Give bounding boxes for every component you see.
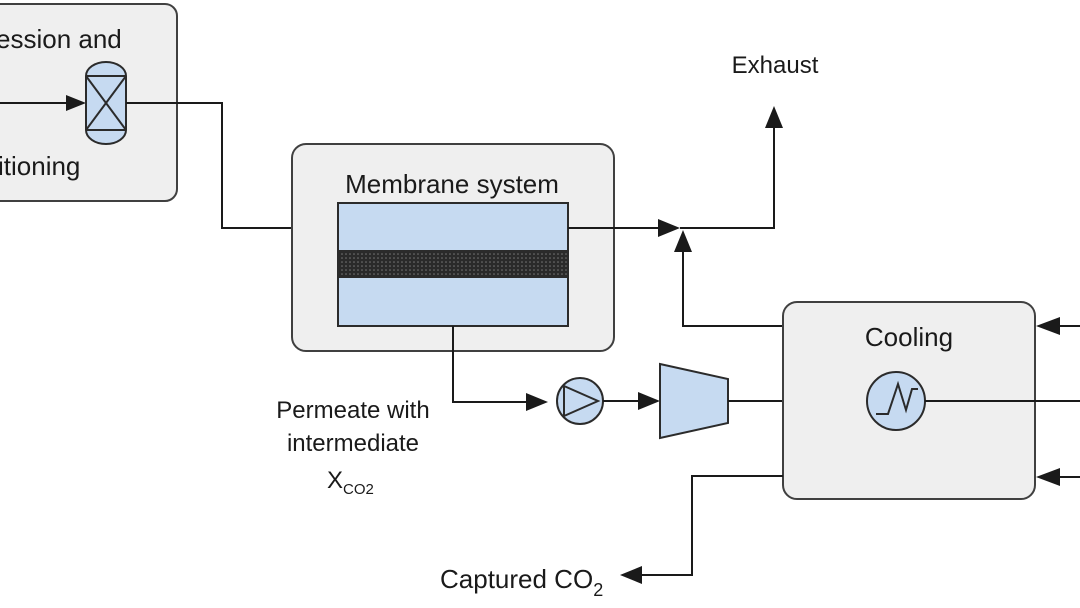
cooling-label: Cooling [865,322,953,352]
inlet-arrow-icon [66,95,86,111]
compressor-inlet-arrow-icon [638,392,660,410]
return-arrow-icon [674,230,692,252]
coolant-in-arrow-top-icon [1036,317,1060,335]
captured-co2-line [642,475,783,576]
captured-co2-arrow-icon [620,566,642,584]
compression-label-bottom: itioning [0,151,80,181]
captured-co2-main: Captured CO [440,564,593,594]
membrane-label: Membrane system [345,169,559,199]
permeate-label-line3: XCO2 [327,467,374,498]
permeate-label-line2: intermediate [287,430,419,457]
membrane-layer [337,250,569,278]
cooling-return-line [682,252,783,327]
permeate-x-subscript: CO2 [343,481,374,498]
feed-line [126,102,318,229]
captured-co2-subscript: 2 [593,580,603,600]
permeate-x: X [327,467,343,494]
permeate-arrow-icon [526,393,548,411]
exhaust-arrow-icon [765,106,783,128]
membrane-system-block: Membrane system [291,143,615,352]
exhaust-line [680,128,775,229]
compression-label-top: ession and [0,24,122,54]
captured-co2-label: Captured CO2 [440,564,603,600]
retentate-arrow-icon [658,219,680,237]
permeate-label-line1: Permeate with [276,397,429,424]
exhaust-label: Exhaust [732,52,819,79]
vacuum-pump-icon [556,377,604,425]
heat-exchanger-icon [866,371,926,431]
membrane-retentate-side [337,202,569,252]
membrane-permeate-side [337,276,569,327]
conditioning-vessel-icon [85,61,127,145]
compressor-icon [659,362,729,440]
permeate-line [452,326,526,403]
coolant-in-arrow-bottom-icon [1036,468,1060,486]
